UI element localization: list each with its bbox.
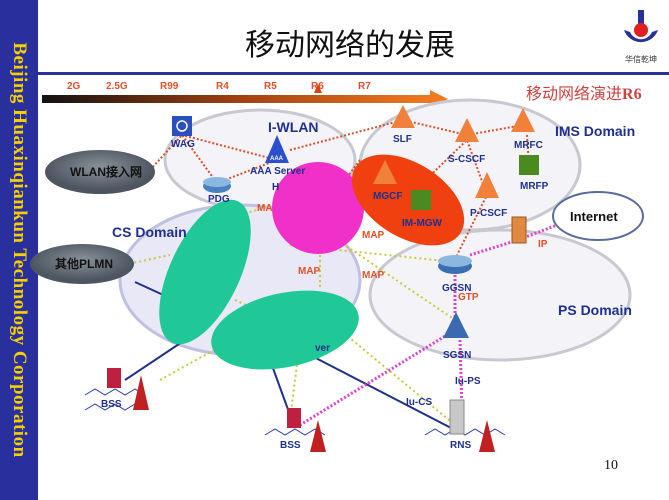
timeline: 2G 2.5G R99 R4 R5 R6 R7 xyxy=(42,81,448,108)
ggsn-router-icon[interactable] xyxy=(438,255,472,274)
bss-left-label: BSS xyxy=(101,399,122,410)
aaa-server-icon[interactable]: AAA xyxy=(265,135,289,163)
rns-label: RNS xyxy=(450,440,471,451)
pcscf-label: P-CSCF xyxy=(470,208,507,219)
page-number: 10 xyxy=(604,458,618,473)
aaa-server-label: AAA Server xyxy=(250,166,305,177)
scscf-label: S-CSCF xyxy=(448,154,485,165)
company-logo: 华信乾坤 xyxy=(618,6,664,66)
mrfc-icon[interactable] xyxy=(511,108,535,132)
cs-domain-label: CS Domain xyxy=(112,224,187,240)
slide-title: 移动网络的发展 xyxy=(245,28,455,63)
wlan-cloud-label: WLAN接入网 xyxy=(70,164,142,179)
iwlan-label: I-WLAN xyxy=(268,119,319,135)
wag-label: WAG xyxy=(171,139,195,150)
pdg-label: PDG xyxy=(208,194,230,205)
ims-node-icons xyxy=(373,105,535,198)
pcscf-icon[interactable] xyxy=(475,172,499,198)
timeline-2g: 2G xyxy=(67,81,81,92)
ims-domain-label: IMS Domain xyxy=(555,123,635,139)
internet-cloud[interactable]: Internet xyxy=(552,191,644,241)
mgcf-label: MGCF xyxy=(373,191,402,202)
sidebar: Beijing Huaxinqiankun Technology Corpora… xyxy=(0,0,38,500)
mrfc-label: MRFC xyxy=(514,140,543,151)
scscf-icon[interactable] xyxy=(455,118,479,142)
title-divider xyxy=(38,72,669,75)
timeline-r99: R99 xyxy=(160,81,179,92)
bss-mid-label: BSS xyxy=(280,440,301,451)
mrfp-icon[interactable] xyxy=(519,155,539,175)
wag-icon[interactable] xyxy=(172,116,192,136)
firewall-icon xyxy=(511,216,527,244)
svg-text:其他PLMN: 其他PLMN xyxy=(55,256,113,271)
timeline-r4: R4 xyxy=(216,81,229,92)
iu-ps-label: Iu-PS xyxy=(455,376,481,387)
mgw-ellipse xyxy=(211,290,359,370)
rns-icon[interactable] xyxy=(449,399,465,435)
ggsn-label: GGSN xyxy=(442,283,471,294)
sgsn-icon[interactable] xyxy=(443,312,469,338)
ma-label: MA xyxy=(257,203,273,214)
cs-msc-ellipse xyxy=(159,199,251,345)
other-plmn-cloud: 其他PLMN xyxy=(30,244,134,284)
slf-label: SLF xyxy=(393,134,412,145)
subtitle-text: 移动网络演进 xyxy=(526,84,623,103)
server-label-partial: ver xyxy=(315,343,330,354)
slide-subtitle: 移动网络演进R6 xyxy=(526,80,642,104)
slf-icon[interactable] xyxy=(391,105,415,128)
antenna-tower-icon xyxy=(133,375,149,410)
hss-circle xyxy=(272,162,364,254)
bss-mid-icon[interactable] xyxy=(287,408,301,428)
wlan-access-cloud: WLAN接入网 xyxy=(45,150,155,194)
im-mgw-icon[interactable] xyxy=(411,190,431,210)
timeline-r5: R5 xyxy=(264,81,277,92)
internet-label: Internet xyxy=(570,209,618,224)
map-label: MAP xyxy=(362,230,385,241)
ps-domain-label: PS Domain xyxy=(558,302,632,318)
radio-sites xyxy=(84,388,506,436)
hss-label-partial: H xyxy=(272,182,279,193)
gtp-label: GTP xyxy=(458,292,479,303)
iu-cs-label: Iu-CS xyxy=(406,397,432,408)
antenna-tower-icon xyxy=(310,420,326,452)
mgcf-icon[interactable] xyxy=(373,160,397,184)
mrfp-label: MRFP xyxy=(520,181,549,192)
subtitle-release: R6 xyxy=(622,86,642,103)
ip-label: IP xyxy=(538,239,548,250)
sgsn-label: SGSN xyxy=(443,350,471,361)
plmn-label: PLMN xyxy=(79,257,113,271)
im-mgw-label: IM-MGW xyxy=(402,218,443,229)
antenna-tower-icon xyxy=(479,420,495,452)
map-label: MAP xyxy=(298,266,321,277)
map-label: MAP xyxy=(362,270,385,281)
plmn-prefix: 其他 xyxy=(55,256,79,271)
bss-left-icon[interactable] xyxy=(107,368,121,388)
timeline-2-5g: 2.5G xyxy=(106,81,128,92)
aaa-icon-text: AAA xyxy=(270,156,284,162)
logo-text: 华信乾坤 xyxy=(625,55,657,64)
timeline-r7: R7 xyxy=(358,81,371,92)
timeline-r6: R6 xyxy=(311,81,324,92)
pdg-router-icon[interactable] xyxy=(203,177,231,193)
